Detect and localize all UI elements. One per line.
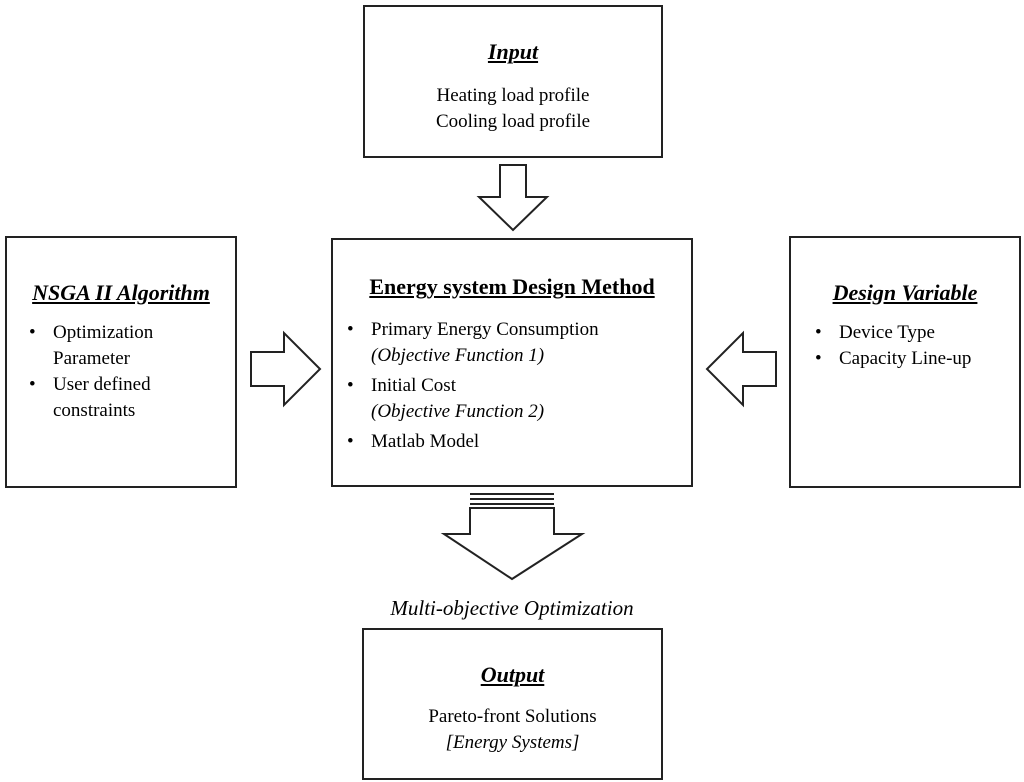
input-line-cooling: Cooling load profile (435, 111, 591, 132)
design-method-title: Energy system Design Method (369, 274, 655, 299)
algorithm-item: Optimization Parameter (29, 320, 229, 372)
design-method-item: Primary Energy Consumption (Objective Fu… (347, 317, 687, 369)
arrow-right-algorithm-icon (250, 330, 322, 408)
algorithm-list: Optimization Parameter User defined cons… (29, 320, 229, 424)
arrow-down-output-icon (440, 493, 586, 581)
output-line-solutions: Pareto-front Solutions (428, 706, 597, 727)
input-lines: Heating load profile Cooling load profil… (365, 83, 661, 135)
arrow-down-input-icon (476, 164, 550, 232)
algorithm-item: User defined constraints (29, 372, 229, 424)
design-variable-list: Device Type Capacity Line-up (815, 320, 1015, 372)
algorithm-box: NSGA II Algorithm Optimization Parameter… (5, 236, 237, 488)
arrow-left-variable-icon (705, 330, 777, 408)
design-method-item: Initial Cost (Objective Function 2) (347, 373, 687, 425)
design-method-box: Energy system Design Method Primary Ener… (331, 238, 693, 487)
design-method-list: Primary Energy Consumption (Objective Fu… (347, 317, 687, 455)
design-variable-box: Design Variable Device Type Capacity Lin… (789, 236, 1021, 488)
design-variable-item: Capacity Line-up (815, 346, 1015, 372)
algorithm-title: NSGA II Algorithm (32, 280, 210, 305)
process-label: Multi-objective Optimization (390, 596, 634, 620)
output-line-systems: [Energy Systems] (445, 732, 580, 753)
input-box: Input Heating load profile Cooling load … (363, 5, 663, 158)
input-title: Input (487, 39, 539, 64)
design-variable-item: Device Type (815, 320, 1015, 346)
output-lines: Pareto-front Solutions [Energy Systems] (364, 704, 661, 756)
design-variable-title: Design Variable (832, 280, 978, 305)
output-title: Output (480, 662, 545, 687)
output-box: Output Pareto-front Solutions [Energy Sy… (362, 628, 663, 780)
input-line-heating: Heating load profile (436, 85, 590, 106)
design-method-item: Matlab Model (347, 429, 687, 455)
